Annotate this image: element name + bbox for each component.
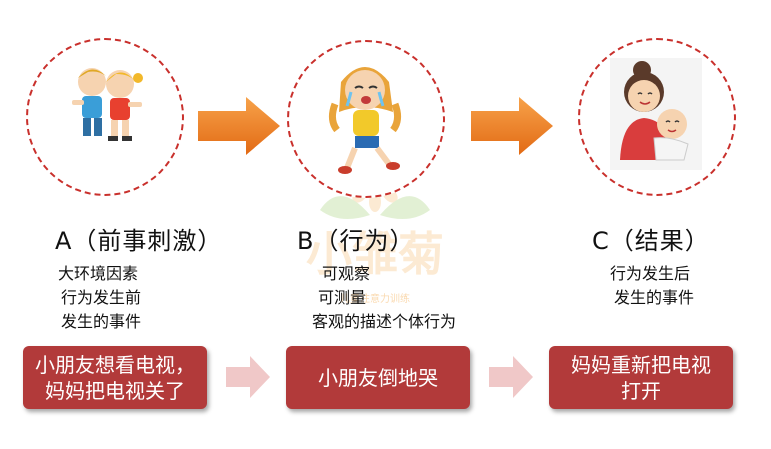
- arrow-a-to-b-icon: [198, 97, 280, 155]
- stage-c-desc-line: 行为发生后: [610, 264, 691, 283]
- stage-a-description: 大环境因素 行为发生前 发生的事件: [58, 262, 141, 334]
- stage-b-title: B（行为）: [297, 227, 415, 255]
- stage-a-desc-line: 发生的事件: [61, 312, 142, 331]
- children-playing-icon: [72, 68, 143, 141]
- stage-a-title: A（前事刺激）: [55, 227, 223, 255]
- stage-b-description: 可观察 可测量 客观的描述个体行为: [312, 262, 456, 334]
- stage-b-desc-line: 可测量: [318, 288, 367, 307]
- stage-c-illustration-circle: [578, 38, 736, 196]
- stage-b-desc-line: 客观的描述个体行为: [312, 312, 457, 331]
- stage-c-description: 行为发生后 发生的事件: [610, 262, 694, 310]
- stage-c-example-line: 妈妈重新把电视: [571, 352, 711, 377]
- small-arrow-b-to-c-icon: [489, 356, 533, 398]
- mother-baby-icon: [610, 58, 702, 170]
- stage-b-illustration-circle: [287, 40, 445, 198]
- stage-a-example-box: 小朋友想看电视， 妈妈把电视关了: [23, 346, 207, 409]
- stage-b-example-line: 小朋友倒地哭: [318, 365, 438, 390]
- stage-b-desc-line: 可观察: [322, 264, 371, 283]
- stage-a-illustration-circle: [26, 38, 184, 196]
- stage-a-desc-line: 行为发生前: [61, 288, 142, 307]
- arrow-b-to-c-icon: [471, 97, 553, 155]
- small-arrow-a-to-b-icon: [226, 356, 270, 398]
- stage-a-example-line: 妈妈把电视关了: [45, 378, 185, 403]
- stage-b-example-box: 小朋友倒地哭: [286, 346, 470, 409]
- watermark-tagline: 儿童注意力训练: [340, 294, 410, 305]
- crying-girl-icon: [328, 67, 402, 174]
- stage-a-desc-line: 大环境因素: [58, 264, 139, 283]
- stage-a-example-line: 小朋友想看电视，: [35, 352, 195, 377]
- stage-c-desc-line: 发生的事件: [614, 288, 695, 307]
- stage-c-example-line: 打开: [621, 378, 661, 403]
- stage-c-example-box: 妈妈重新把电视 打开: [549, 346, 733, 409]
- stage-c-title: C（结果）: [592, 227, 710, 255]
- watermark-brand: 小雏菊: [306, 227, 444, 281]
